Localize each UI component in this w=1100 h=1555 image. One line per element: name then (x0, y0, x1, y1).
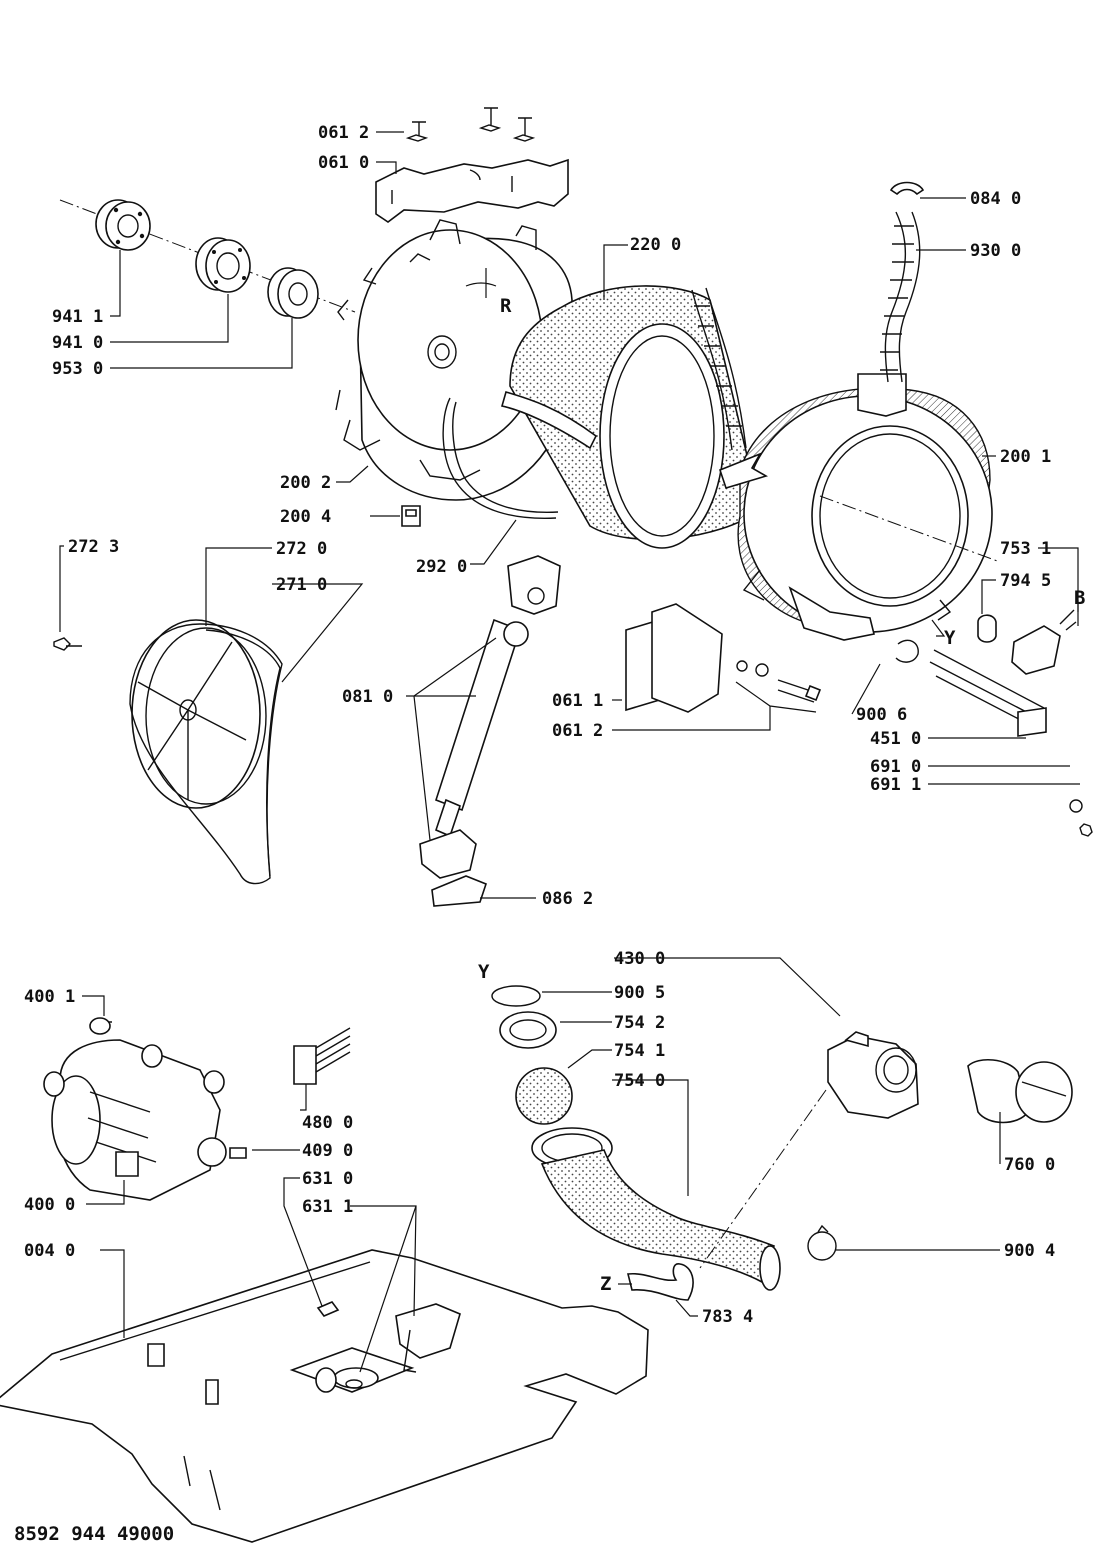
label-061-2-top: 061 2 (318, 123, 369, 143)
label-200-2: 200 2 (280, 473, 331, 493)
label-430-0: 430 0 (614, 949, 665, 969)
label-Z: Z (600, 1273, 611, 1295)
label-930-0: 930 0 (970, 241, 1021, 261)
drawing-number: 8592 944 49000 (14, 1523, 174, 1545)
label-400-0: 400 0 (24, 1195, 75, 1215)
label-200-4: 200 4 (280, 507, 331, 527)
label-271-0: 271 0 (276, 575, 327, 595)
label-941-1: 941 1 (52, 307, 103, 327)
label-220-0: 220 0 (630, 235, 681, 255)
tub-seal-ring (442, 397, 559, 519)
label-272-0: 272 0 (276, 539, 327, 559)
label-754-2: 754 2 (614, 1013, 665, 1033)
label-631-1: 631 1 (302, 1197, 353, 1217)
motor (43, 1017, 247, 1201)
suspension-springs (691, 181, 925, 489)
label-400-1: 400 1 (24, 987, 75, 1007)
label-Y-lower: Y (478, 961, 490, 983)
label-B: B (1074, 587, 1085, 609)
hose-clamp-small (895, 639, 919, 663)
label-631-0: 631 0 (302, 1169, 353, 1189)
label-Y-upper: Y (944, 627, 956, 649)
label-086-2: 086 2 (542, 889, 593, 909)
label-754-1: 754 1 (614, 1041, 665, 1061)
sump-hose-assembly (491, 985, 781, 1291)
label-061-2-lower: 061 2 (552, 721, 603, 741)
drum-pulley (53, 619, 267, 809)
label-061-1: 061 1 (552, 691, 603, 711)
label-004-0: 004 0 (24, 1241, 75, 1261)
front-counterweight (625, 603, 822, 713)
label-753-1: 753 1 (1000, 539, 1051, 559)
drain-pump (699, 1031, 919, 1269)
label-409-0: 409 0 (302, 1141, 353, 1161)
label-953-0: 953 0 (52, 359, 103, 379)
label-900-4: 900 4 (1004, 1241, 1055, 1261)
label-R: R (500, 295, 512, 317)
tub-connector-clip (401, 505, 421, 527)
upper-counterweight (375, 158, 569, 223)
base-plate (0, 1249, 649, 1543)
motor-cable-connector (293, 1027, 351, 1085)
label-691-0: 691 0 (870, 757, 921, 777)
part-labels: 061 2 061 0 084 0 930 0 220 0 R 941 1 94… (14, 123, 1085, 1545)
drum-bearings (59, 199, 356, 319)
pump-filter (967, 1059, 1073, 1124)
label-754-0: 754 0 (614, 1071, 665, 1091)
heating-element (929, 649, 1093, 837)
hose-clamp-large (807, 1224, 837, 1261)
label-900-5: 900 5 (614, 983, 665, 1003)
label-272-3: 272 3 (68, 537, 119, 557)
ntc-sensor (977, 609, 1077, 675)
drain-pipe (627, 1263, 694, 1301)
label-691-1: 691 1 (870, 775, 921, 795)
label-760-0: 760 0 (1004, 1155, 1055, 1175)
label-061-0: 061 0 (318, 153, 369, 173)
label-081-0: 081 0 (342, 687, 393, 707)
label-084-0: 084 0 (970, 189, 1021, 209)
leader-lines (59, 131, 1080, 1373)
label-900-6: 900 6 (856, 705, 907, 725)
washing-drum (500, 285, 761, 549)
label-200-1: 200 1 (1000, 447, 1051, 467)
label-783-4: 783 4 (702, 1307, 753, 1327)
label-451-0: 451 0 (870, 729, 921, 749)
label-480-0: 480 0 (302, 1113, 353, 1133)
label-794-5: 794 5 (1000, 571, 1051, 591)
label-292-0: 292 0 (416, 557, 467, 577)
front-tub-half (737, 373, 1001, 641)
shock-absorber (419, 555, 561, 907)
drive-belt (129, 623, 283, 885)
label-941-0: 941 0 (52, 333, 103, 353)
rear-tub-half (335, 219, 573, 501)
tub-fixing-bolts (405, 107, 536, 142)
